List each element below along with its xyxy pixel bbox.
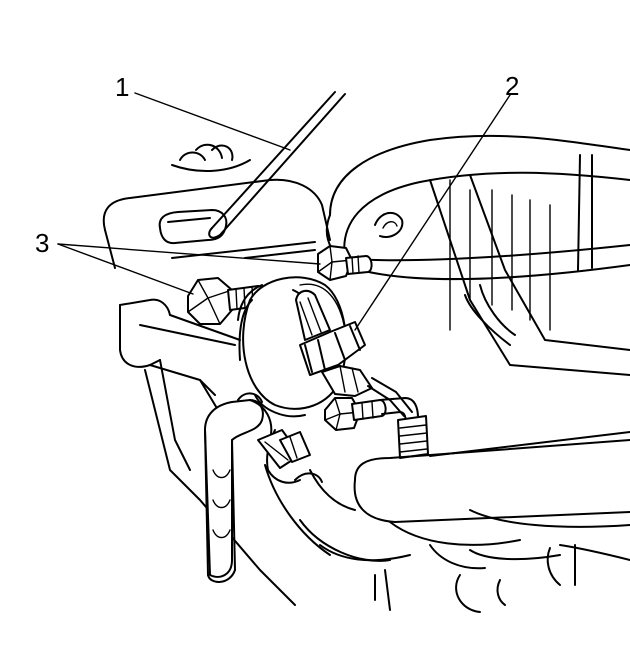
right-bracket-structure	[429, 174, 630, 376]
wiring-harness	[204, 392, 311, 583]
callout-2: 2	[505, 71, 519, 101]
lower-fitting	[324, 397, 387, 431]
leader-lines	[57, 92, 511, 331]
lower-bracket-area	[264, 429, 411, 611]
probe-tool	[208, 91, 346, 239]
top-left-clip	[171, 143, 251, 173]
vacuum-tube	[367, 377, 429, 459]
callout-1: 1	[115, 72, 129, 102]
lower-hose	[353, 431, 630, 613]
bolt-right	[317, 245, 373, 281]
electrical-connector	[295, 289, 373, 397]
upper-hose	[325, 134, 630, 281]
mounting-bracket	[102, 178, 331, 606]
callout-3: 3	[35, 228, 49, 258]
